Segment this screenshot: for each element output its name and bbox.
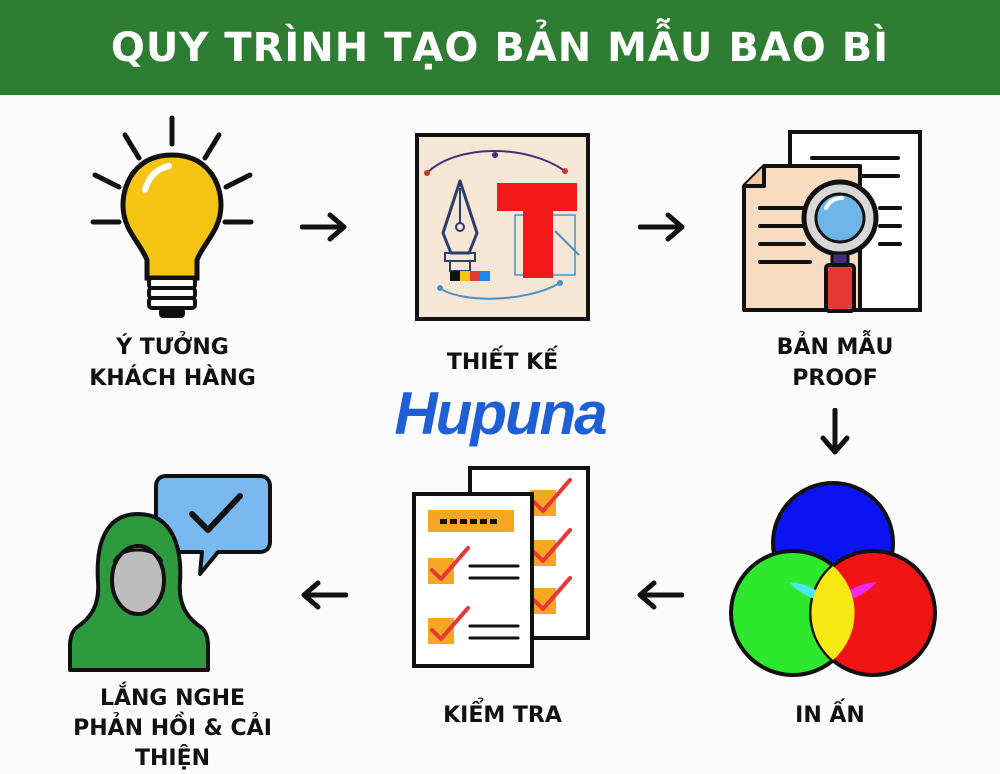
step-label-in-an: IN ẤN (795, 703, 865, 728)
step-label-kiem-tra: KIỂM TRA (443, 703, 562, 728)
step-label-y-tuong: Ý TƯỞNG KHÁCH HÀNG (89, 335, 256, 391)
arrow-down-icon (820, 408, 850, 455)
rgb-circles-icon (729, 481, 937, 677)
step-label-ban-mau: BẢN MẪU PROOF (776, 335, 894, 391)
title-banner: QUY TRÌNH TẠO BẢN MẪU BAO BÌ (0, 0, 1000, 95)
svg-text:Hupuna: Hupuna (394, 380, 606, 447)
page-title: QUY TRÌNH TẠO BẢN MẪU BAO BÌ (110, 24, 890, 71)
lightbulb-icon (90, 115, 254, 318)
hupuna-logo: Hupuna (394, 380, 608, 447)
arrow-left-icon (637, 580, 684, 610)
step-label-lang-nghe: LẮNG NGHE PHẢN HỒI & CẢI THIỆN (73, 686, 272, 771)
checklist-icon (412, 466, 590, 668)
step-label-thiet-ke: THIẾT KẾ (446, 350, 559, 375)
arrow-right-icon (300, 212, 347, 242)
arrow-left-icon (301, 580, 348, 610)
user-feedback-icon (68, 474, 272, 672)
arrow-right-icon (638, 212, 685, 242)
pen-tool-design-icon (415, 133, 590, 321)
document-magnifier-icon (742, 130, 922, 313)
